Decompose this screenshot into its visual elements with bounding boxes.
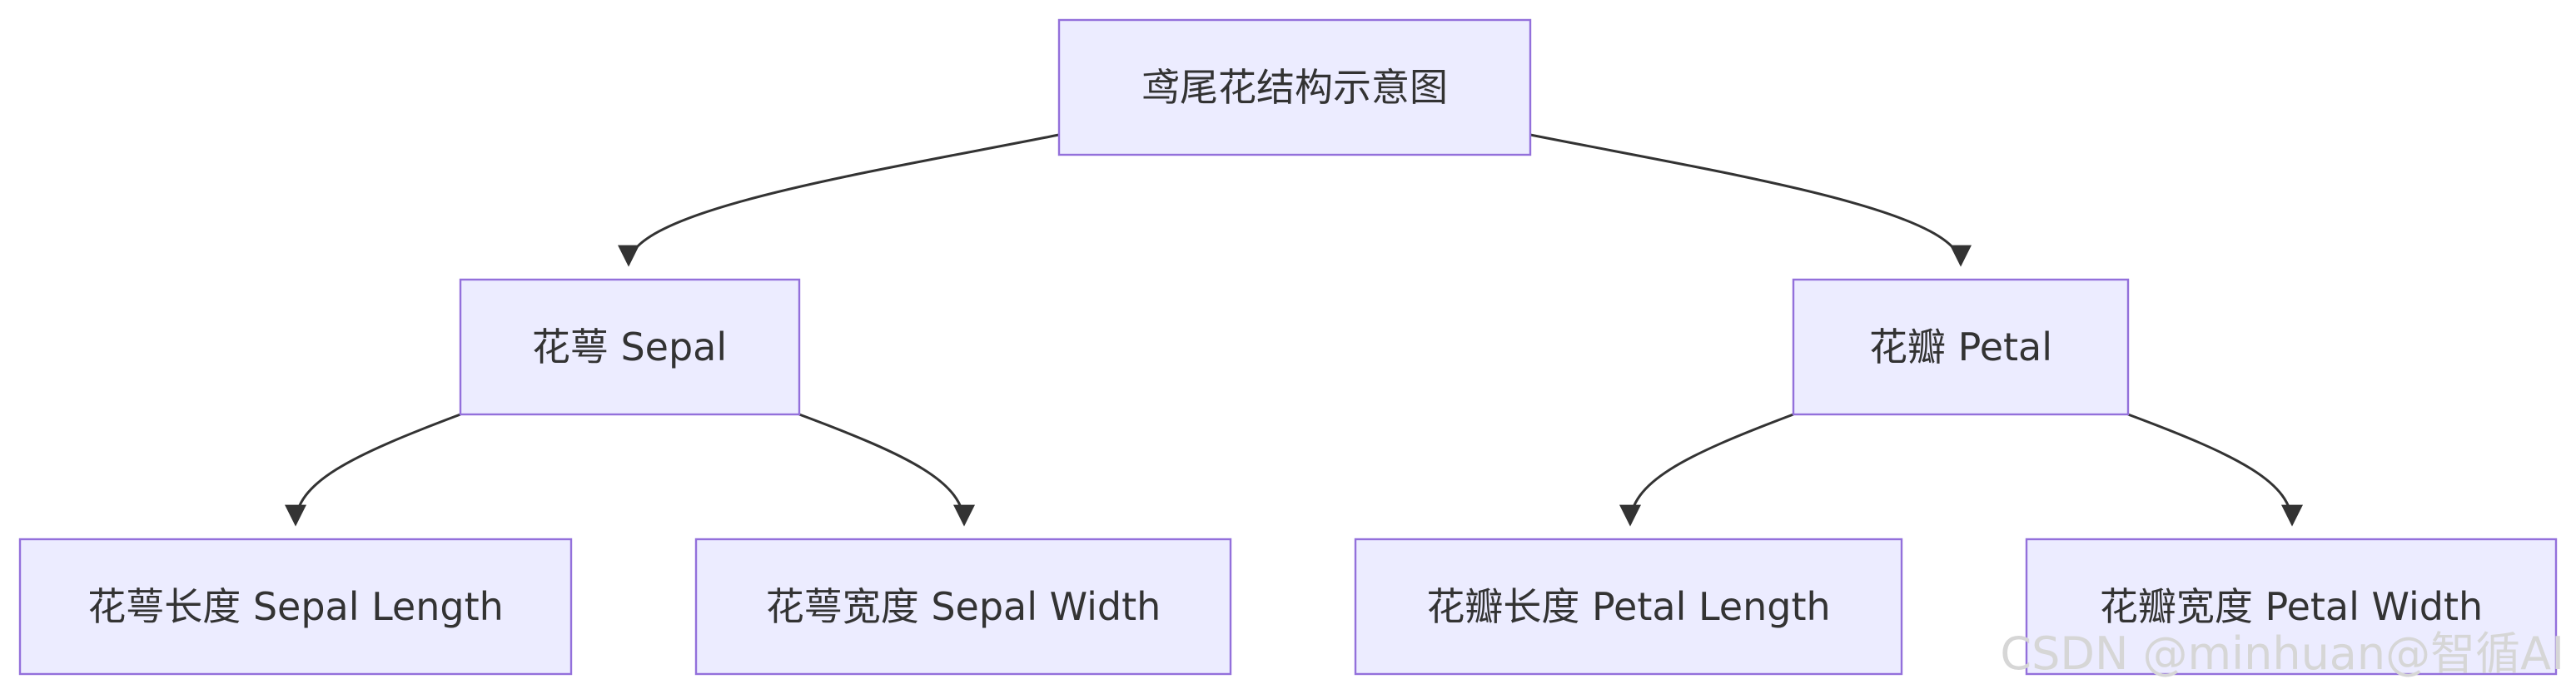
node-sepal-width-label: 花萼宽度 Sepal Width — [766, 584, 1161, 629]
edge-sepal-to-sepal-length — [285, 413, 461, 527]
node-petal-length: 花瓣长度 Petal Length — [1354, 538, 1903, 676]
edge-petal-to-petal-width — [2127, 413, 2303, 527]
node-sepal: 花萼 Sepal — [459, 278, 801, 416]
node-petal-label: 花瓣 Petal — [1869, 325, 2052, 369]
node-petal: 花瓣 Petal — [1792, 278, 2130, 416]
edge-petal-to-petal-length — [1619, 413, 1794, 527]
node-petal-width: 花瓣宽度 Petal Width — [2025, 538, 2558, 676]
edge-sepal-to-sepal-width — [798, 413, 975, 527]
node-petal-length-label: 花瓣长度 Petal Length — [1426, 584, 1830, 629]
watermark-text: CSDN @minhuan@智循AI — [2000, 627, 2564, 680]
node-root: 鸢尾花结构示意图 — [1057, 18, 1532, 156]
node-sepal-label: 花萼 Sepal — [532, 325, 727, 369]
edge-root-to-sepal — [618, 133, 1060, 267]
node-sepal-length: 花萼长度 Sepal Length — [18, 538, 573, 676]
node-petal-width-label: 花瓣宽度 Petal Width — [2100, 584, 2483, 629]
edge-root-to-petal — [1529, 133, 1972, 267]
node-root-label: 鸢尾花结构示意图 — [1141, 65, 1448, 110]
node-sepal-length-label: 花萼长度 Sepal Length — [87, 584, 504, 629]
node-sepal-width: 花萼宽度 Sepal Width — [694, 538, 1232, 676]
